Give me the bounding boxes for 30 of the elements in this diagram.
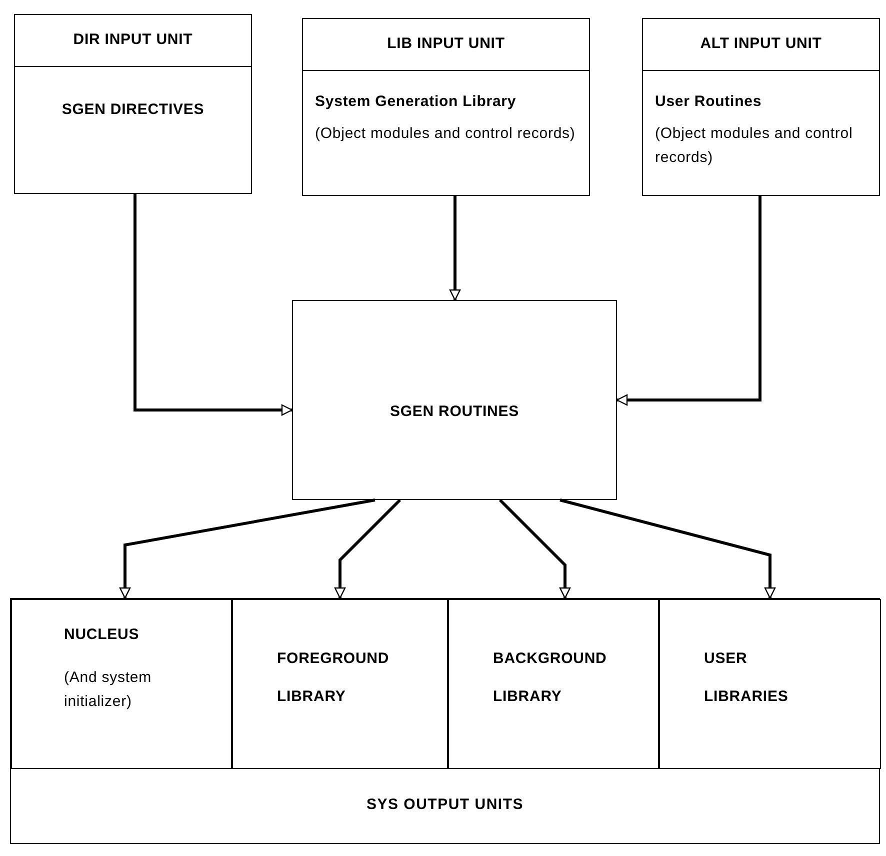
node-text: NUCLEUS (64, 625, 140, 645)
process-box (302, 18, 590, 196)
node-text: LIB INPUT UNIT (387, 34, 505, 54)
library-cell (11, 599, 232, 769)
node-text: ALT INPUT UNIT (700, 34, 822, 54)
node-text: (Object modules and control records) (655, 124, 854, 168)
arrow (134, 194, 293, 416)
node-text: FOREGROUND LIBRARY (277, 649, 387, 707)
node-text: SGEN DIRECTIVES (60, 100, 206, 120)
process-box (292, 300, 617, 500)
arrow (119, 498, 376, 599)
process-box (642, 18, 880, 196)
node-text: (And system initializer) (64, 668, 152, 712)
node-text: User Routines (655, 92, 763, 112)
arrow (334, 498, 402, 599)
node-text: SYS OUTPUT UNITS (366, 794, 524, 815)
process-box (14, 14, 252, 194)
process-box (10, 598, 880, 844)
arrow (449, 196, 461, 301)
node-text: System Generation Library (315, 92, 518, 112)
library-cell (659, 599, 881, 769)
node-text: DIR INPUT UNIT (73, 30, 193, 50)
library-cell (232, 599, 448, 769)
arrow (616, 196, 762, 406)
node-text: SGEN ROUTINES (390, 402, 520, 422)
arrow (498, 498, 571, 599)
arrow (560, 498, 776, 599)
node-text: USER LIBRARIES (704, 649, 790, 707)
library-cell (448, 599, 659, 769)
node-text: (Object modules and control records) (315, 124, 576, 144)
